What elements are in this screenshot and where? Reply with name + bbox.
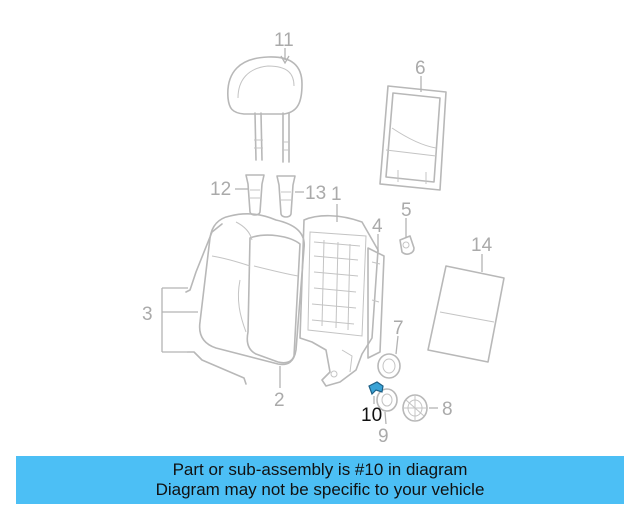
side-panel-part-4[interactable] bbox=[367, 247, 385, 359]
callout-10: 10 bbox=[361, 405, 382, 426]
rear-trim-panel-part-14[interactable] bbox=[427, 265, 505, 363]
guide-sleeve-part-13[interactable] bbox=[276, 175, 296, 218]
parts-diagram: 11 6 12 13 1 5 4 14 3 7 2 8 10 9 bbox=[142, 30, 505, 447]
backrest-cushion-part-2[interactable] bbox=[198, 213, 305, 366]
handwheel-part-8[interactable] bbox=[402, 394, 428, 422]
backrest-rear-frame-part-6[interactable] bbox=[379, 85, 447, 191]
callout-9: 9 bbox=[378, 426, 389, 447]
retaining-wires-part-3[interactable] bbox=[185, 223, 247, 385]
callout-4: 4 bbox=[372, 216, 383, 237]
callout-7: 7 bbox=[393, 318, 404, 339]
callout-2: 2 bbox=[274, 390, 285, 411]
callout-3: 3 bbox=[142, 304, 153, 325]
washer-part-9[interactable] bbox=[376, 388, 398, 412]
highlighted-clip-part-10[interactable] bbox=[368, 381, 384, 396]
knob-part-7[interactable] bbox=[377, 353, 401, 379]
callout-1: 1 bbox=[331, 184, 342, 205]
callout-5: 5 bbox=[401, 200, 412, 221]
backrest-frame-part-1[interactable] bbox=[299, 214, 379, 387]
callout-14: 14 bbox=[471, 235, 493, 256]
guide-sleeve-part-12[interactable] bbox=[245, 174, 265, 216]
callout-8: 8 bbox=[442, 399, 453, 420]
callout-12: 12 bbox=[210, 179, 231, 200]
callout-6: 6 bbox=[415, 58, 426, 79]
info-banner: Part or sub-assembly is #10 in diagram D… bbox=[16, 456, 624, 504]
banner-line-disclaimer: Diagram may not be specific to your vehi… bbox=[155, 480, 485, 499]
leader-lines bbox=[161, 48, 483, 425]
banner-line-part-number: Part or sub-assembly is #10 in diagram bbox=[172, 460, 468, 479]
headrest-part-11[interactable] bbox=[227, 56, 303, 163]
clip-part-5[interactable] bbox=[399, 235, 415, 255]
callout-13: 13 bbox=[305, 183, 326, 204]
seat-parts-diagram-svg: 11 6 12 13 1 5 4 14 3 7 2 8 10 9 bbox=[142, 30, 505, 447]
callout-11: 11 bbox=[274, 30, 294, 51]
